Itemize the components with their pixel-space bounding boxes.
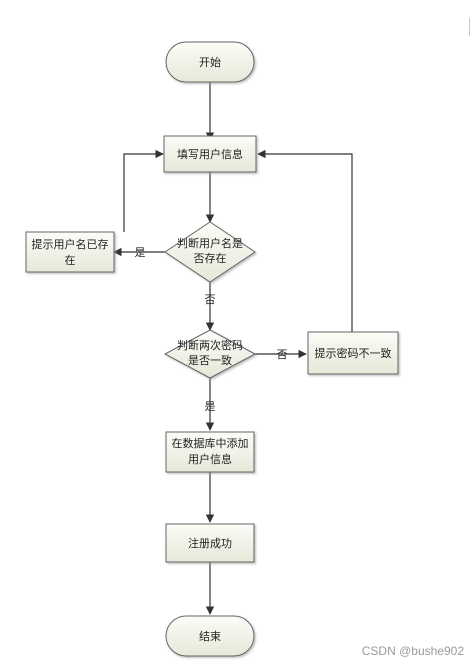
edge-user-exists-back bbox=[123, 149, 164, 232]
node-user-exists-label-line1: 提示用户名已存 bbox=[32, 237, 109, 251]
node-end: 结束 bbox=[165, 615, 255, 657]
node-check-passwords-match: 判断两次密码 是否一致 bbox=[163, 329, 257, 379]
node-start-label: 开始 bbox=[199, 55, 221, 69]
node-check-pw-label-line2: 是否一致 bbox=[188, 353, 232, 367]
connectors bbox=[113, 82, 353, 615]
node-check-pw-label-line1: 判断两次密码 bbox=[177, 338, 243, 352]
node-start: 开始 bbox=[165, 41, 255, 83]
node-password-mismatch-message: 提示密码不一致 bbox=[307, 331, 399, 375]
edge-label-pw-no: 否 bbox=[277, 348, 288, 361]
node-add-user-label-line2: 用户信息 bbox=[188, 452, 232, 466]
watermark: CSDN @bushe902 bbox=[361, 644, 464, 658]
node-register-success-label: 注册成功 bbox=[188, 536, 232, 550]
node-fill-info-label: 填写用户信息 bbox=[177, 147, 243, 161]
edge-label-exists-yes: 是 bbox=[135, 246, 146, 259]
node-end-label: 结束 bbox=[199, 630, 221, 643]
node-check-exists-label-line2: 否存在 bbox=[194, 251, 227, 265]
edge-label-exists-no: 否 bbox=[205, 293, 216, 306]
edge-pw-mismatch-back bbox=[257, 149, 353, 332]
edge-label-pw-yes: 是 bbox=[205, 400, 216, 413]
node-fill-info: 填写用户信息 bbox=[163, 135, 257, 173]
node-username-exists-message: 提示用户名已存 在 bbox=[25, 231, 115, 273]
node-check-exists-label-line1: 判断用户名是 bbox=[177, 236, 243, 250]
node-pw-mismatch-label: 提示密码不一致 bbox=[315, 346, 392, 360]
node-register-success: 注册成功 bbox=[165, 523, 255, 563]
node-user-exists-label-line2: 在 bbox=[65, 254, 76, 267]
page-edge-marker bbox=[469, 18, 474, 36]
node-add-user-label-line1: 在数据库中添加 bbox=[172, 436, 249, 450]
node-check-username-exists: 判断用户名是 否存在 bbox=[164, 221, 256, 283]
node-add-user-to-database: 在数据库中添加 用户信息 bbox=[165, 431, 255, 473]
